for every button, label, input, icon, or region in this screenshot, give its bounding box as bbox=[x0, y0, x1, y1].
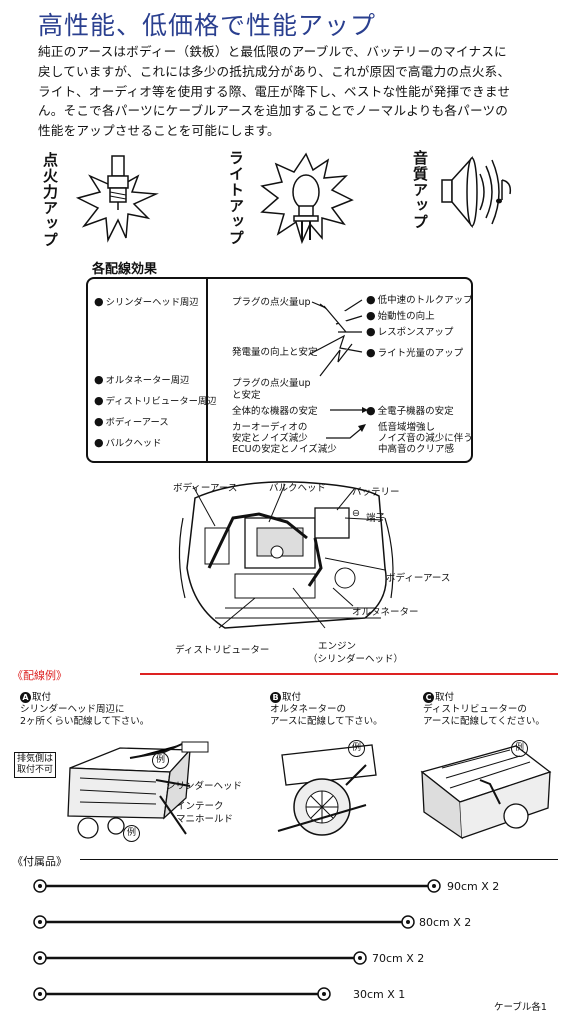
exhaust-note: 排気側は 取付不可 bbox=[14, 752, 57, 778]
engine-label: ボディーアース bbox=[386, 573, 451, 584]
distributor-illustration bbox=[420, 745, 552, 840]
accessories-note: ケーブル各1 bbox=[494, 1002, 547, 1013]
accessories-title: 《付属品》 bbox=[12, 855, 67, 868]
spark-plug-icon bbox=[75, 155, 159, 243]
wiring-c-line: ディストリビューターの bbox=[423, 704, 527, 715]
engine-label: バッテリー bbox=[352, 487, 400, 498]
effect-middle-item: と安定 bbox=[232, 390, 261, 401]
example-marker: 例 bbox=[348, 740, 365, 757]
effect-middle-item: プラグの点火量up bbox=[232, 378, 311, 389]
light-bulb-icon bbox=[260, 152, 354, 245]
wiring-c-line: 取付 bbox=[435, 692, 455, 703]
exhaust-note-line: 取付不可 bbox=[17, 765, 54, 775]
speaker-icon bbox=[441, 156, 512, 229]
minus-terminal-icon: ⊖ bbox=[352, 508, 360, 519]
effect-right-item: 全電子機器の安定 bbox=[366, 403, 454, 417]
callout-manifold: マニホールド bbox=[176, 814, 234, 825]
effect-middle-item: カーオーディオの bbox=[232, 422, 308, 433]
effects-divider bbox=[206, 277, 208, 463]
effect-arrows bbox=[309, 299, 368, 439]
engine-bay-diagram bbox=[178, 481, 394, 629]
cylinder-head-illustration bbox=[67, 741, 209, 839]
example-marker: 例 bbox=[123, 825, 140, 842]
wiring-b-line: アースに配線して下さい。 bbox=[270, 716, 383, 727]
effect-left-item: ディストリビューター周辺 bbox=[94, 393, 217, 407]
effect-right-item: ライト光量のアップ bbox=[366, 345, 464, 359]
wiring-title: 《配線例》 bbox=[12, 669, 67, 682]
badge-c: C bbox=[423, 692, 434, 703]
intro-line: 性能をアップさせることを可能にします。 bbox=[38, 123, 280, 139]
exhaust-note-line: 排気側は bbox=[17, 754, 54, 764]
red-divider bbox=[140, 673, 558, 675]
effect-right-item: ノイズ音の減少に伴う bbox=[378, 433, 473, 444]
engine-label: エンジン bbox=[318, 641, 357, 652]
sound-label: 音質アップ bbox=[411, 150, 429, 230]
intro-line: ん。そこで各パーツにケーブルアースを追加することでノーマルよりも各パーツの bbox=[38, 103, 509, 119]
intro-line: 戻していますが、これには多少の抵抗成分があり、これが原因で高電力の点火系、 bbox=[38, 63, 511, 79]
cable-length: 90cm X 2 bbox=[447, 880, 500, 893]
intro-line: 純正のアースはボディー（鉄板）と最低限のアーブルで、バッテリーのマイナスに bbox=[38, 44, 507, 59]
effects-title: 各配線効果 bbox=[92, 262, 158, 277]
effect-middle-item: 発電量の向上と安定 bbox=[232, 347, 318, 358]
effect-left-item: オルタネーター周辺 bbox=[94, 372, 190, 386]
intro-text: 純正のアースはボディー（鉄板）と最低限のアーブルで、バッテリーのマイナスに 戻し… bbox=[38, 42, 558, 141]
wiring-a-line: 2ヶ所くらい配線して下さい。 bbox=[20, 716, 150, 727]
effect-right-item: 中高音のクリア感 bbox=[378, 444, 455, 455]
effect-right-item: 始動性の向上 bbox=[366, 308, 435, 322]
wiring-a-line: 取付 bbox=[32, 692, 52, 703]
engine-label: バルクヘッド bbox=[269, 483, 327, 494]
effect-left-item: バルクヘッド bbox=[94, 435, 162, 449]
engine-label: （シリンダーヘッド） bbox=[308, 654, 404, 665]
wiring-a-line: シリンダーヘッド周辺に bbox=[20, 704, 125, 715]
effect-right-item: レスポンスアップ bbox=[366, 324, 454, 338]
effect-left-item: シリンダーヘッド周辺 bbox=[94, 294, 199, 308]
alternator-illustration bbox=[277, 744, 377, 836]
effect-right-item: 低音域増強し bbox=[378, 422, 436, 433]
example-marker: 例 bbox=[152, 752, 169, 769]
engine-label: ボディーアース bbox=[173, 483, 238, 494]
effect-middle-item: プラグの点火量up bbox=[232, 297, 311, 308]
engine-label: 端子 bbox=[366, 513, 386, 524]
effects-box bbox=[86, 277, 473, 463]
ignition-label: 点火力アップ bbox=[41, 152, 59, 248]
wiring-b-line: 取付 bbox=[282, 692, 302, 703]
callout-intake: インテーク bbox=[176, 801, 224, 812]
effect-middle-item: 全体的な機器の安定 bbox=[232, 406, 318, 417]
cables-illustration bbox=[33, 879, 441, 1001]
cable-length: 30cm X 1 bbox=[353, 988, 406, 1001]
cable-length: 70cm X 2 bbox=[372, 952, 425, 965]
cable-length: 80cm X 2 bbox=[419, 916, 472, 929]
intro-line: ライト、オーディオ等を使用する際、電圧が降下し、ベストな性能が発揮できませ bbox=[38, 83, 511, 99]
light-label: ライトアップ bbox=[227, 150, 245, 246]
engine-label: オルタネーター bbox=[352, 607, 419, 618]
callout-cylinder-head: シリンダーヘッド bbox=[166, 781, 243, 792]
effect-left-item: ボディーアース bbox=[94, 414, 169, 428]
badge-b: B bbox=[270, 692, 281, 703]
wiring-b-line: オルタネーターの bbox=[270, 704, 347, 715]
effect-right-item: 低中速のトルクアップ bbox=[366, 292, 473, 306]
wiring-c-line: アースに配線してください。 bbox=[423, 716, 545, 727]
effect-middle-item: 安定とノイズ減少 bbox=[232, 433, 308, 444]
engine-label: ディストリビューター bbox=[175, 645, 270, 656]
accessories-divider bbox=[80, 859, 558, 860]
effect-middle-item: ECUの安定とノイズ減少 bbox=[232, 444, 337, 455]
example-marker: 例 bbox=[511, 740, 528, 757]
page-title: 高性能、低価格で性能アップ bbox=[38, 11, 377, 40]
badge-a: A bbox=[20, 692, 31, 703]
